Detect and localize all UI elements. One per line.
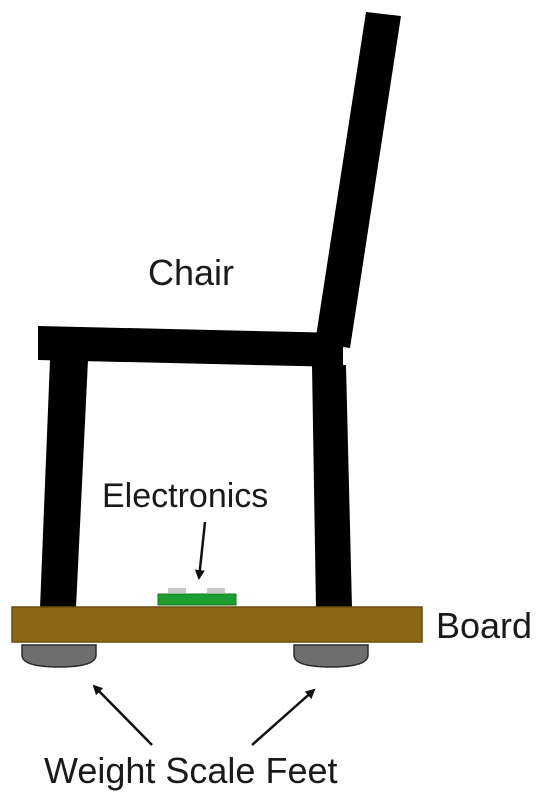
electronics-label: Electronics [102,477,268,515]
pcb-component-right [207,588,225,593]
chair [38,12,401,608]
chair-back-leg [312,365,352,608]
foot-left [21,644,97,668]
pcb-board [157,593,237,606]
chair-back [315,12,401,348]
feet-label: Weight Scale Feet [44,750,337,791]
electronics-pcb [157,588,237,606]
foot-right [293,644,369,668]
feet-arrow-right [251,688,316,746]
board-label: Board [436,605,532,646]
chair-label: Chair [148,252,234,293]
feet [21,644,369,668]
feet-arrow-left [92,684,153,746]
pcb-component-left [168,588,186,593]
chair-front-leg [40,360,88,608]
chair-seat [38,326,343,367]
electronics-arrow [194,521,207,580]
board [11,606,423,643]
